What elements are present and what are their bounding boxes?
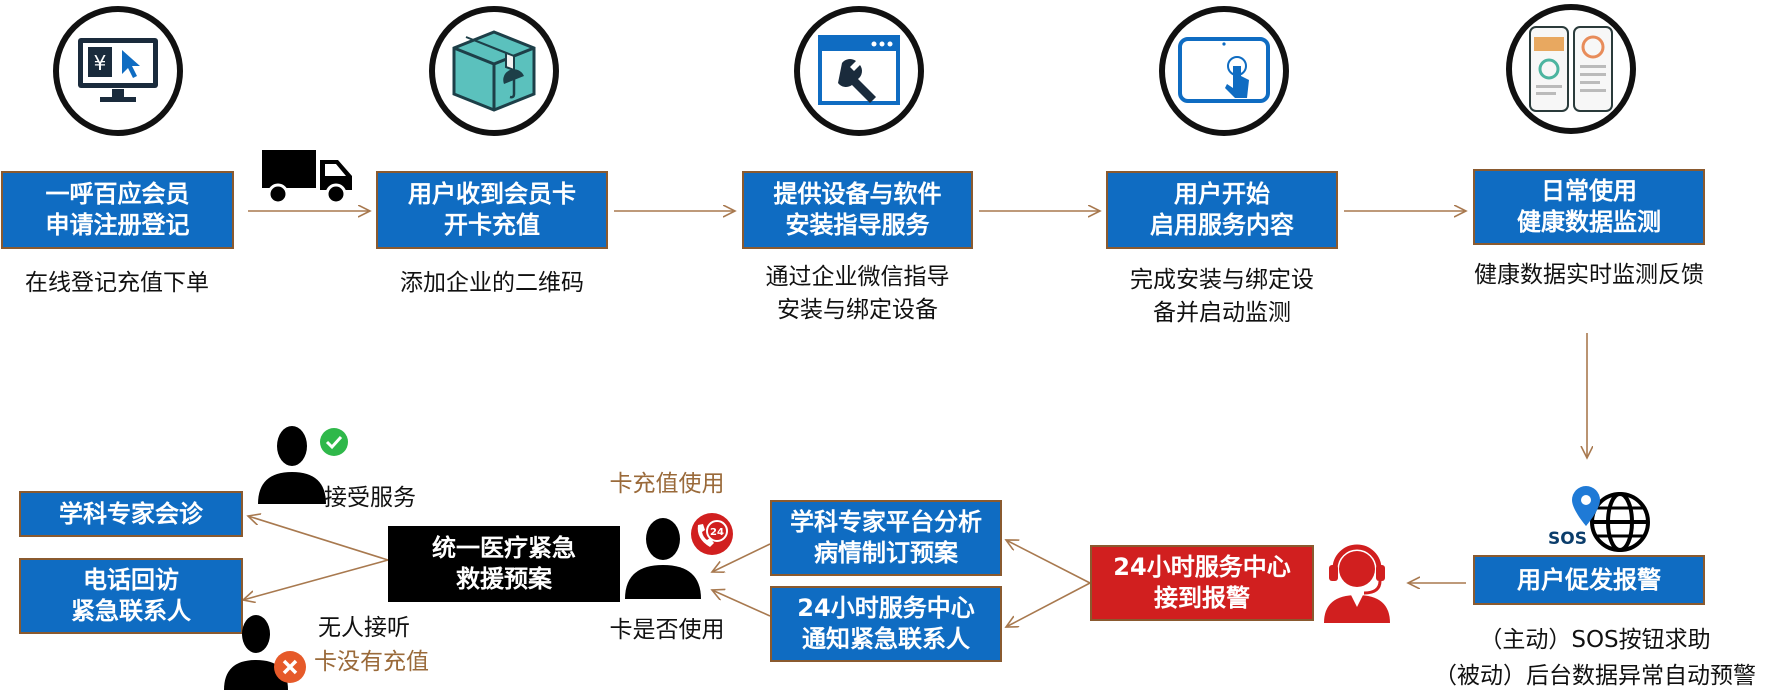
step1-caption-line1: 在线登记充值下单 [25,270,209,296]
person-reject-icon [224,615,288,690]
package-box-icon [452,30,536,112]
arrow-analysis-card [712,543,771,572]
step4-caption: 完成安装与绑定设 备并启动监测 [1106,264,1338,330]
step1-icon-circle: ¥ [53,6,183,136]
emergency-plan-box: 统一医疗紧急 救援预案 [388,526,620,602]
callback-line1: 电话回访 [83,566,179,594]
service-center-line1: 24小时服务中心 [1113,553,1291,581]
step2-box: 用户收到会员卡 开卡充值 [376,171,608,249]
step4-caption-line2: 备并启动监测 [1153,300,1291,326]
step4-line1: 用户开始 [1174,180,1270,208]
person-card-icon [625,518,701,599]
step2-caption: 添加企业的二维码 [376,267,608,300]
step5-caption: 健康数据实时监测反馈 [1453,259,1725,292]
step3-caption-line1: 通过企业微信指导 [765,264,950,290]
step1-line2: 申请注册登记 [45,211,190,239]
step5-caption-line1: 健康数据实时监测反馈 [1474,262,1704,288]
notify-contact-line1: 24小时服务中心 [797,594,975,622]
step2-line2: 开卡充值 [444,211,540,239]
step3-caption-line2: 安装与绑定设备 [777,297,938,323]
phone-app-icon [1529,26,1613,112]
step2-line1: 用户收到会员卡 [408,180,576,208]
expert-analysis-line2: 病情制订预案 [814,539,958,567]
step3-line2: 安装指导服务 [785,211,930,239]
step5-box: 日常使用 健康数据监测 [1473,169,1705,245]
cross-icon [274,651,306,683]
step5-icon-circle [1506,4,1636,134]
expert-analysis-line1: 学科专家平台分析 [790,508,982,536]
card-used-label: 卡是否使用 [609,617,725,643]
alarm-line1: 用户促发报警 [1517,565,1661,594]
person-accept-icon [258,426,326,504]
expert-consult-line1: 学科专家会诊 [59,499,203,528]
step4-box: 用户开始 启用服务内容 [1106,171,1338,249]
step1-caption: 在线登记充值下单 [0,267,234,300]
expert-analysis-box: 学科专家平台分析 病情制订预案 [770,500,1002,576]
notify-contact-box: 24小时服务中心 通知紧急联系人 [770,586,1002,662]
sos-label: SOS [1548,529,1587,549]
step5-line1: 日常使用 [1541,177,1637,205]
step4-caption-line1: 完成安装与绑定设 [1130,267,1314,293]
arrow-plan-consult [248,516,389,561]
callback-line2: 紧急联系人 [71,597,191,625]
alarm-caption: （主动）SOS按钮求助 （被动）后台数据异常自动预警 [1430,622,1760,694]
alarm-box: 用户促发报警 [1473,555,1705,605]
notify-contact-line2: 通知紧急联系人 [802,625,970,653]
phone-24h-icon: 24 [691,513,733,555]
service-center-line2: 接到报警 [1154,584,1250,612]
step3-caption: 通过企业微信指导 安装与绑定设备 [742,261,973,327]
sos-globe-icon: SOS [1548,486,1650,552]
step2-icon-circle [429,6,559,136]
accept-service-label: 接受服务 [324,485,416,511]
step3-line1: 提供设备与软件 [773,180,942,208]
arrow-center-notify [1006,582,1091,627]
step5-line2: 健康数据监测 [1517,208,1661,236]
arrow-notify-card [712,590,771,617]
expert-consult-box: 学科专家会诊 [19,491,243,537]
step3-box: 提供设备与软件 安装指导服务 [742,171,973,249]
truck-icon [262,150,352,205]
no-charge-label: 卡没有充值 [314,649,429,675]
monitor-yuan-icon: ¥ [78,38,158,102]
arrow-plan-callback [243,559,389,600]
phone-24h-badge: 24 [710,527,724,538]
browser-wrench-icon [818,35,900,105]
service-center-box: 24小时服务中心 接到报警 [1090,545,1314,621]
check-icon [320,428,348,456]
no-answer-label: 无人接听 [318,615,410,641]
tablet-touch-icon [1178,37,1270,103]
callback-box: 电话回访 紧急联系人 [19,558,243,634]
step3-icon-circle [794,6,924,136]
card-recharge-label: 卡充值使用 [609,471,725,497]
emergency-plan-line2: 救援预案 [456,565,552,593]
step1-line1: 一呼百应会员 [45,180,190,208]
svg-text:¥: ¥ [94,51,107,75]
step4-icon-circle [1159,6,1289,136]
step4-line2: 启用服务内容 [1150,211,1294,239]
step2-caption-line1: 添加企业的二维码 [400,270,584,296]
arrow-center-analysis [1006,540,1091,584]
operator-headset-icon [1324,544,1390,623]
alarm-caption-line2: （被动）后台数据异常自动预警 [1434,663,1756,689]
step1-box: 一呼百应会员 申请注册登记 [1,171,234,249]
alarm-caption-line1: （主动）SOS按钮求助 [1479,627,1711,653]
emergency-plan-line1: 统一医疗紧急 [432,534,576,562]
